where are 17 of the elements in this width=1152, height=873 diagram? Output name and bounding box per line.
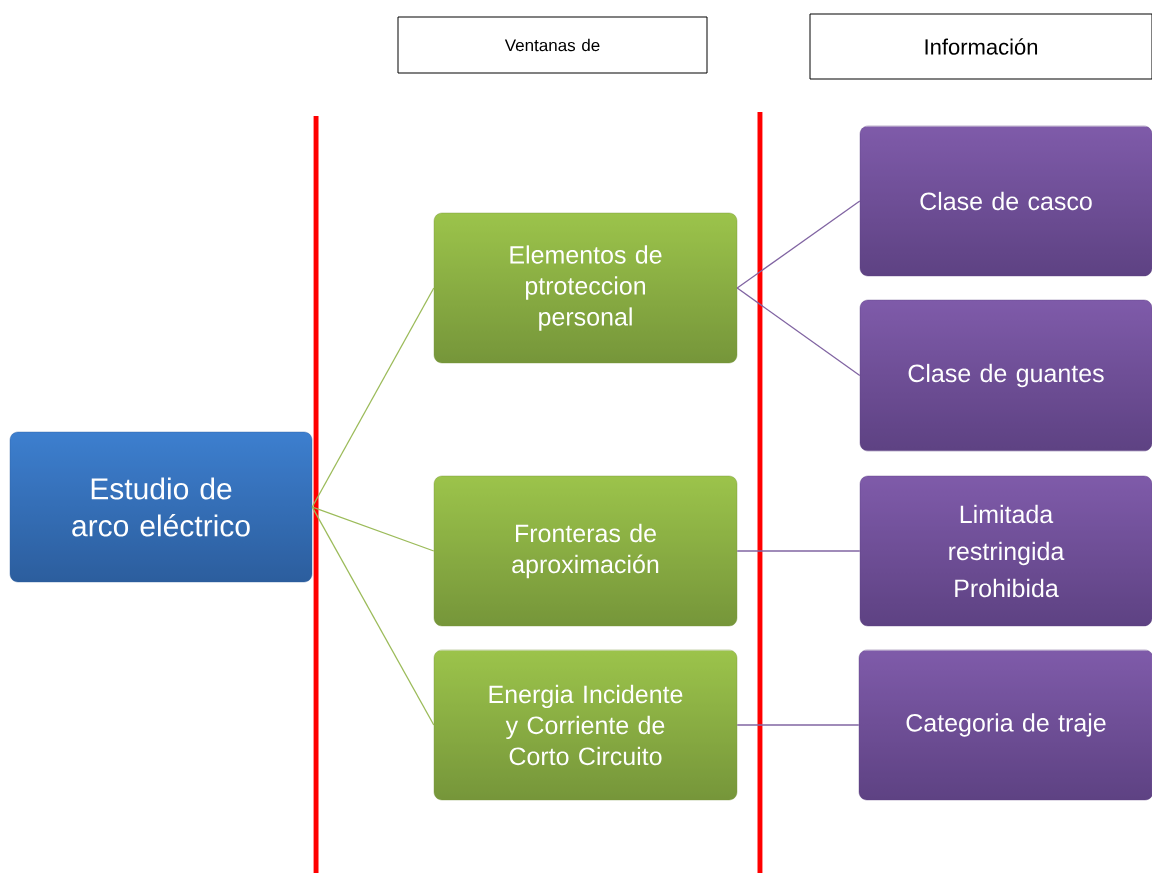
detail-box: Clase de casco (859, 125, 1152, 277)
category-box: Fronteras de aproximación (433, 475, 738, 627)
category-box: Energia Incidente y Corriente de Corto Circuito (433, 649, 738, 801)
header-box: Ventanas de (397, 16, 708, 74)
connector-line (311, 506, 435, 552)
connector-line (311, 287, 435, 508)
connector-line (736, 550, 861, 552)
connector-line (736, 287, 861, 377)
topic-box: Estudio de arco eléctrico (9, 431, 313, 583)
detail-box: Clase de guantes (859, 299, 1152, 452)
connector-line (736, 200, 861, 289)
connector-line (736, 724, 860, 726)
connector-line (311, 506, 435, 726)
category-box: Elementos de ptroteccion personal (433, 212, 738, 364)
header-box: Información (809, 13, 1152, 80)
detail-box: Categoria de traje (858, 649, 1152, 801)
detail-box: Limitada restringida Prohibida (859, 475, 1152, 627)
